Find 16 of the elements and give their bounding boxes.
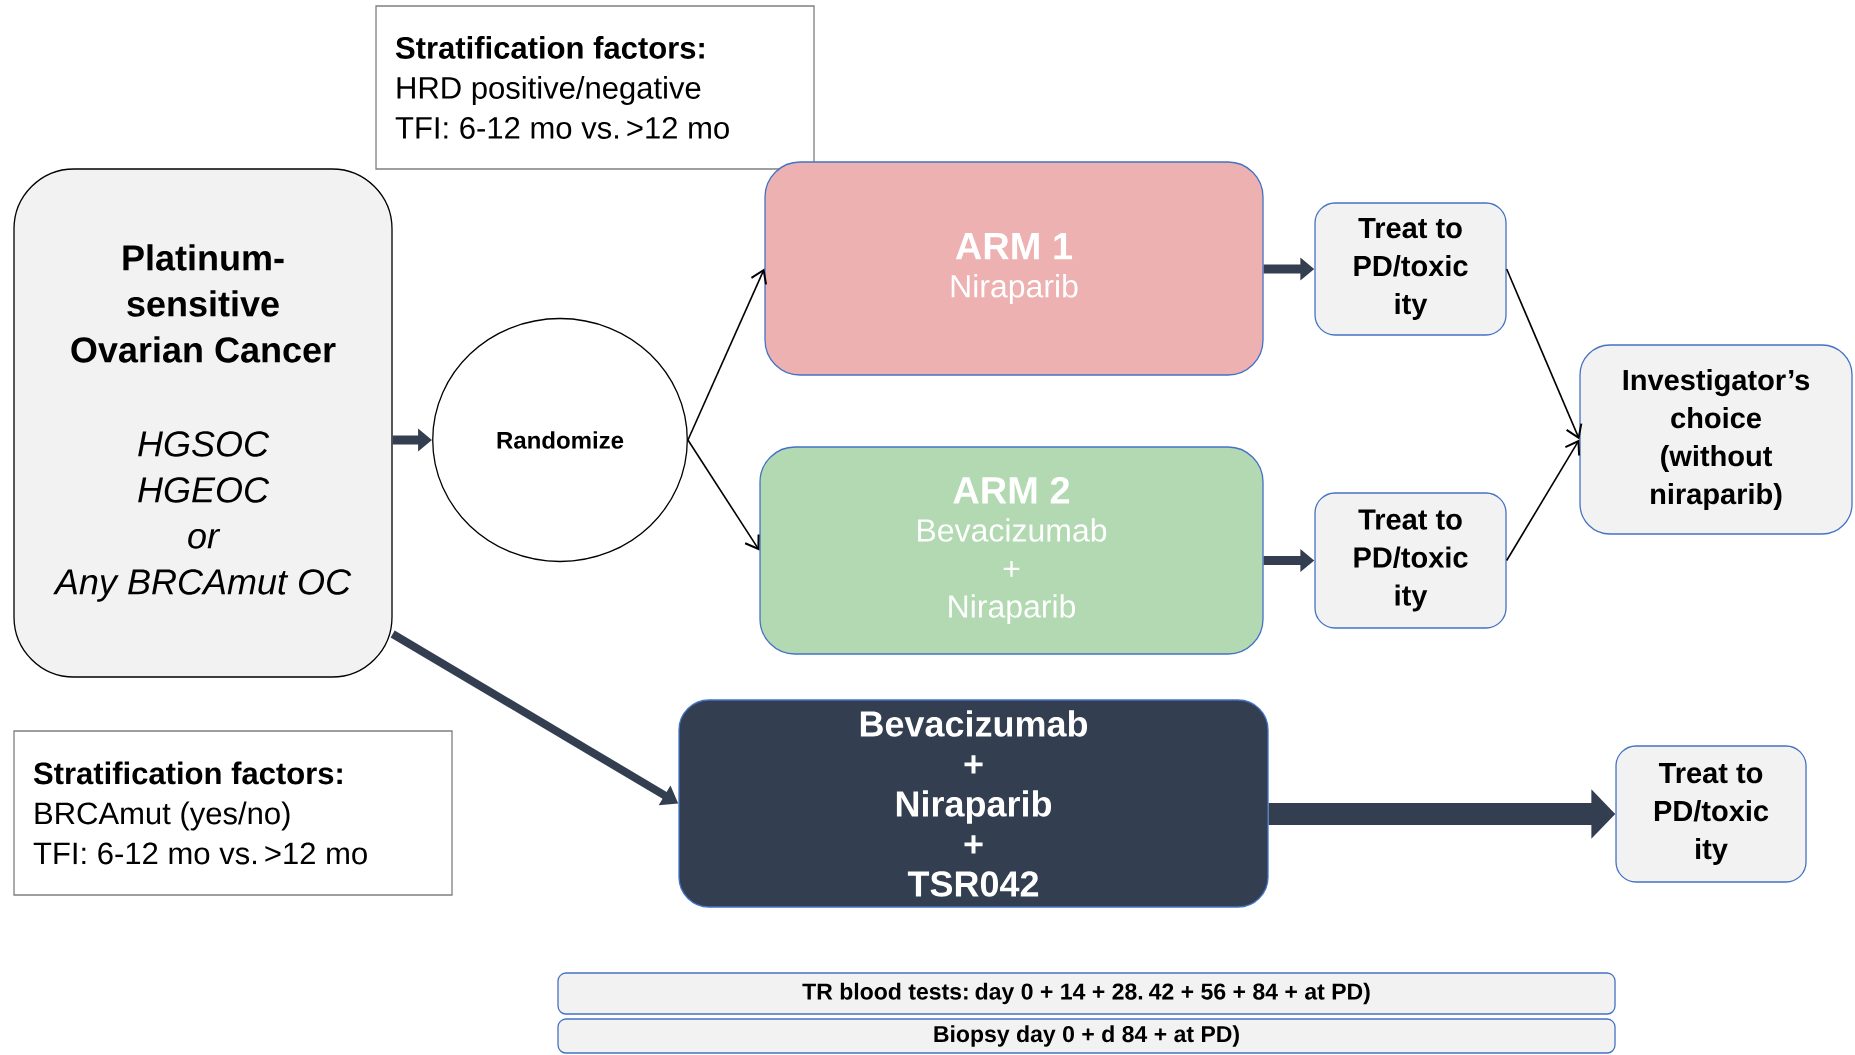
population-box: Platinum-sensitive Ovarian Cancer HGSOC HGEOC or Any BRCAmut OC bbox=[13, 168, 393, 678]
arm-box: ARM 1 Niraparib bbox=[764, 161, 1264, 376]
schedule-bar: Biopsy day 0 + d 84 + at PD) bbox=[557, 1018, 1616, 1054]
arrow bbox=[1505, 439, 1581, 562]
schedule-bar: TR blood tests: day 0 + 14 + 28. 42 + 56 + 84 + at PD) bbox=[557, 972, 1616, 1015]
arm-box: ARM 2 Bevacizumab + Niraparib bbox=[759, 446, 1264, 655]
arm-box: Bevacizumab + Niraparib + TSR042 bbox=[678, 699, 1269, 908]
arrow bbox=[687, 268, 768, 441]
info-box: Stratification factors: HRD positive/negative TFI: 6-12 mo vs. >12 mo bbox=[375, 5, 815, 170]
treatment-box: Treat to PD/toxic ity bbox=[1314, 202, 1507, 336]
arrow bbox=[1505, 268, 1583, 440]
arrow bbox=[687, 439, 760, 551]
info-box: Stratification factors: BRCAmut (yes/no) TFI: 6-12 mo vs. >12 mo bbox=[13, 730, 453, 896]
treatment-box: Treat to PD/toxic ity bbox=[1615, 745, 1807, 883]
treatment-box: Treat to PD/toxic ity bbox=[1314, 492, 1507, 629]
choice-box: Investigator’s choice (without niraparib) bbox=[1579, 344, 1853, 535]
